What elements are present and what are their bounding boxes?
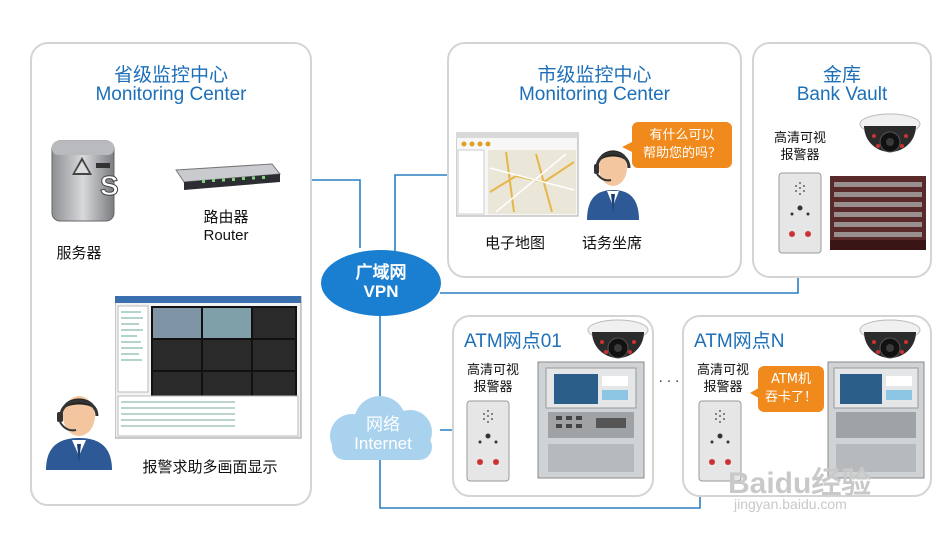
city-bubble-line2: 帮助您的吗？ bbox=[642, 146, 721, 161]
vault-camera-icon bbox=[859, 113, 921, 153]
internet-label-cn: 网络 bbox=[366, 415, 400, 435]
vault-intercom-icon bbox=[778, 172, 822, 254]
provincial-title-en: Monitoring Center bbox=[95, 84, 247, 105]
svg-text:S: S bbox=[100, 170, 119, 201]
atm1-device-line1: 高清可视 bbox=[466, 363, 519, 378]
city-bubble-line1: 有什么可以 bbox=[649, 128, 715, 143]
operator-icon bbox=[46, 396, 112, 470]
atmN-device-label: 高清可视 报警器 bbox=[688, 362, 758, 396]
internet-cloud-icon bbox=[330, 396, 432, 460]
atmN-bubble-tail bbox=[750, 386, 762, 400]
vault-device-line1: 高清可视 bbox=[773, 131, 826, 146]
agent-label: 话务坐席 bbox=[581, 234, 642, 252]
atm1-device-label: 高清可视 报警器 bbox=[458, 362, 528, 396]
server-icon: S bbox=[51, 140, 119, 222]
vault-device-label: 高清可视 报警器 bbox=[764, 130, 836, 164]
ellipsis: · · · bbox=[658, 375, 680, 390]
atm1-machine-image bbox=[537, 361, 645, 479]
atm1-camera-icon bbox=[587, 319, 649, 359]
server-label: 服务器 bbox=[56, 244, 102, 262]
vault-device-line2: 报警器 bbox=[780, 148, 820, 163]
atm1-device-line2: 报警器 bbox=[473, 380, 513, 395]
vault-title-cn: 金库 bbox=[822, 64, 861, 86]
vault-shelves-image bbox=[830, 176, 926, 250]
internet-label-en: Internet bbox=[354, 434, 412, 453]
watermark-url: jingyan.baidu.com bbox=[734, 496, 847, 512]
atmN-bubble-line1: ATM机 bbox=[770, 372, 812, 387]
atmN-bubble-line2: 吞卡了！ bbox=[764, 390, 817, 405]
city-title-cn: 市级监控中心 bbox=[537, 64, 652, 86]
city-title-en: Monitoring Center bbox=[518, 84, 671, 105]
atm-site-n-title: ATM网点N bbox=[694, 331, 785, 352]
atmN-speech-bubble: ATM机 吞卡了！ bbox=[758, 366, 824, 412]
atmN-device-line2: 报警器 bbox=[703, 380, 743, 395]
router-label-en: Router bbox=[203, 227, 249, 244]
atmN-device-line1: 高清可视 bbox=[696, 363, 749, 378]
atm1-intercom-icon bbox=[466, 400, 510, 482]
atm-site-01-title: ATM网点01 bbox=[464, 331, 562, 352]
router-label-cn: 路由器 bbox=[203, 208, 249, 226]
watermark-brand: Baidu经验 bbox=[728, 467, 872, 500]
map-label: 电子地图 bbox=[484, 234, 545, 252]
city-bubble-tail bbox=[622, 140, 636, 154]
atmN-camera-icon bbox=[859, 319, 921, 359]
vpn-city-line bbox=[394, 174, 455, 258]
atmN-intercom-icon bbox=[698, 400, 742, 482]
display-label: 报警求助多画面显示 bbox=[142, 458, 278, 476]
provincial-title-cn: 省级监控中心 bbox=[113, 64, 228, 86]
agent-icon bbox=[587, 150, 639, 220]
vpn-label-en: VPN bbox=[363, 282, 399, 301]
vpn-cloud-icon bbox=[321, 250, 441, 316]
vpn-label-cn: 广域网 bbox=[355, 263, 407, 283]
router-icon bbox=[175, 163, 281, 190]
multi-screen-display-icon bbox=[115, 296, 302, 439]
electronic-map-icon bbox=[456, 132, 579, 217]
city-speech-bubble: 有什么可以 帮助您的吗？ bbox=[632, 122, 732, 168]
atmN-machine-image bbox=[827, 361, 925, 479]
vault-title-en: Bank Vault bbox=[796, 84, 888, 105]
